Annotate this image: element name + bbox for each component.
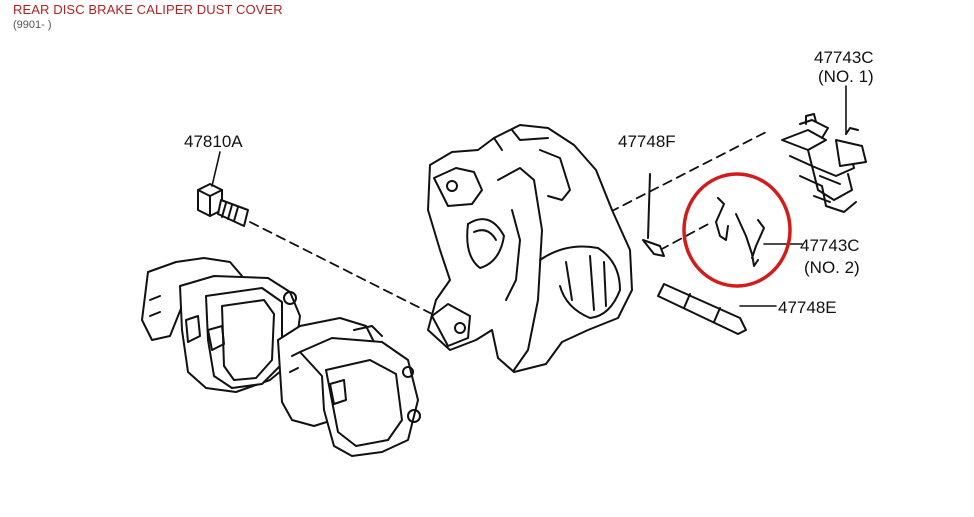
label-note-no2: (NO. 2)	[804, 258, 860, 277]
bolt-part[interactable]	[197, 183, 249, 227]
caliper-body[interactable]	[427, 124, 633, 373]
label-part-47743C-no1: 47743C	[814, 48, 874, 67]
label-part-47743C-no2: 47743C	[800, 236, 860, 255]
label-part-47748E: 47748E	[778, 298, 837, 317]
page-subtitle: (9901- )	[13, 19, 52, 31]
pin-clip-part[interactable]	[642, 173, 665, 257]
leader-lines	[211, 85, 847, 307]
brake-pads-right[interactable]	[277, 317, 421, 457]
guide-pin-part[interactable]	[657, 283, 747, 335]
brake-pads-left[interactable]	[141, 257, 301, 393]
label-part-47748F: 47748F	[618, 132, 676, 151]
page-title: REAR DISC BRAKE CALIPER DUST COVER	[13, 2, 283, 17]
label-note-no1: (NO. 1)	[818, 67, 874, 86]
anti-rattle-clips-no1[interactable]	[781, 113, 867, 213]
label-part-47810A: 47810A	[184, 132, 243, 151]
anti-rattle-clip-no2-highlight[interactable]	[682, 172, 792, 288]
